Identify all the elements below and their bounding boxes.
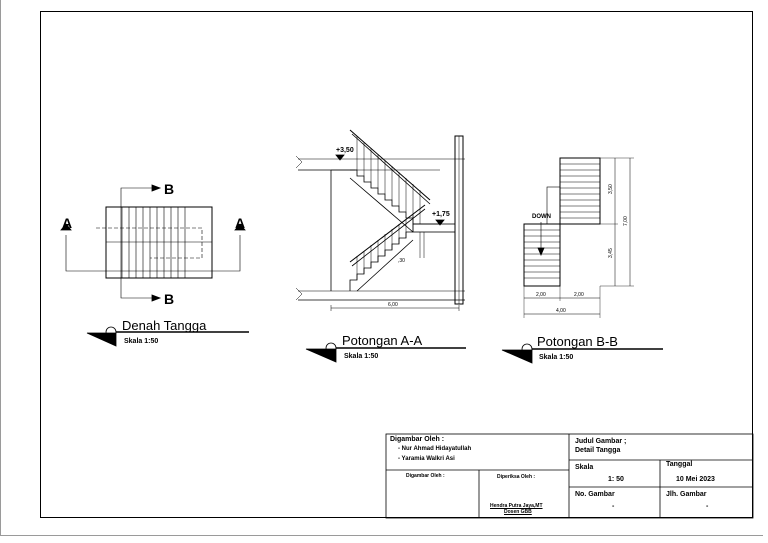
drawing-no-value: - <box>612 503 615 510</box>
dim-width-label: 6,00 <box>388 302 398 308</box>
title-block-grid <box>385 433 754 519</box>
plan-title-marker <box>86 326 249 347</box>
section-aa-title-marker <box>305 342 466 363</box>
dim-bottom-left-label: 2,00 <box>536 292 546 298</box>
dim-bottom-total-label: 4,00 <box>556 308 566 314</box>
sheet-count-label: Jlh. Gambar <box>666 491 707 498</box>
down-label: DOWN <box>532 214 551 220</box>
section-aa-title: Potongan A-A <box>342 333 423 348</box>
dim-bottom-right-label: 2,00 <box>574 292 584 298</box>
checker-role: Dosen GBB <box>504 509 532 515</box>
section-bb <box>523 157 634 318</box>
sheet-count-value: - <box>706 503 709 510</box>
dim-small-label: ,30 <box>398 258 405 264</box>
drawn-by-label: Digambar Oleh : <box>406 473 445 479</box>
section-aa <box>295 129 465 311</box>
date-label: Tanggal <box>666 461 693 468</box>
drawing-border <box>40 11 753 518</box>
section-a-label-right: A <box>235 215 245 231</box>
plan-view <box>60 184 246 302</box>
section-b-label-top: B <box>164 181 174 197</box>
section-bb-title: Potongan B-B <box>537 334 618 349</box>
checked-by-label: Diperiksa Oleh : <box>497 474 536 480</box>
drawn-by-header: Digambar Oleh : <box>390 436 445 443</box>
plan-scale: Skala 1:50 <box>124 338 158 345</box>
scale-label: Skala <box>575 464 594 471</box>
author-1: - Nur Ahmad Hidayatullah <box>398 446 472 452</box>
section-aa-scale: Skala 1:50 <box>344 353 378 360</box>
dim-upper-label: 3,50 <box>608 184 614 194</box>
level-mid-label: +1,75 <box>432 211 450 218</box>
section-a-label-left: A <box>62 215 72 231</box>
plan-treads <box>121 207 186 278</box>
section-bb-title-marker <box>501 343 663 364</box>
title-block: Digambar Oleh : - Nur Ahmad Hidayatullah… <box>386 434 753 518</box>
section-bb-scale: Skala 1:50 <box>539 354 573 361</box>
dim-lower-label: 3,45 <box>608 248 614 258</box>
dim-total-label: 7,00 <box>623 216 629 226</box>
plan-title: Denah Tangga <box>122 318 207 333</box>
level-top-label: +3,50 <box>336 147 354 154</box>
drawing-title: Detail Tangga <box>575 447 621 454</box>
drawing-no-label: No. Gambar <box>575 491 615 498</box>
scale-value: 1: 50 <box>608 476 624 483</box>
drawing-title-label: Judul Gambar ; <box>575 438 627 445</box>
checker-name: Hendra Putra Jaya,MT <box>490 503 543 509</box>
date-value: 10 Mei 2023 <box>676 476 715 483</box>
author-2: - Yaramia Walkri Asi <box>398 456 455 462</box>
section-b-label-bottom: B <box>164 291 174 307</box>
